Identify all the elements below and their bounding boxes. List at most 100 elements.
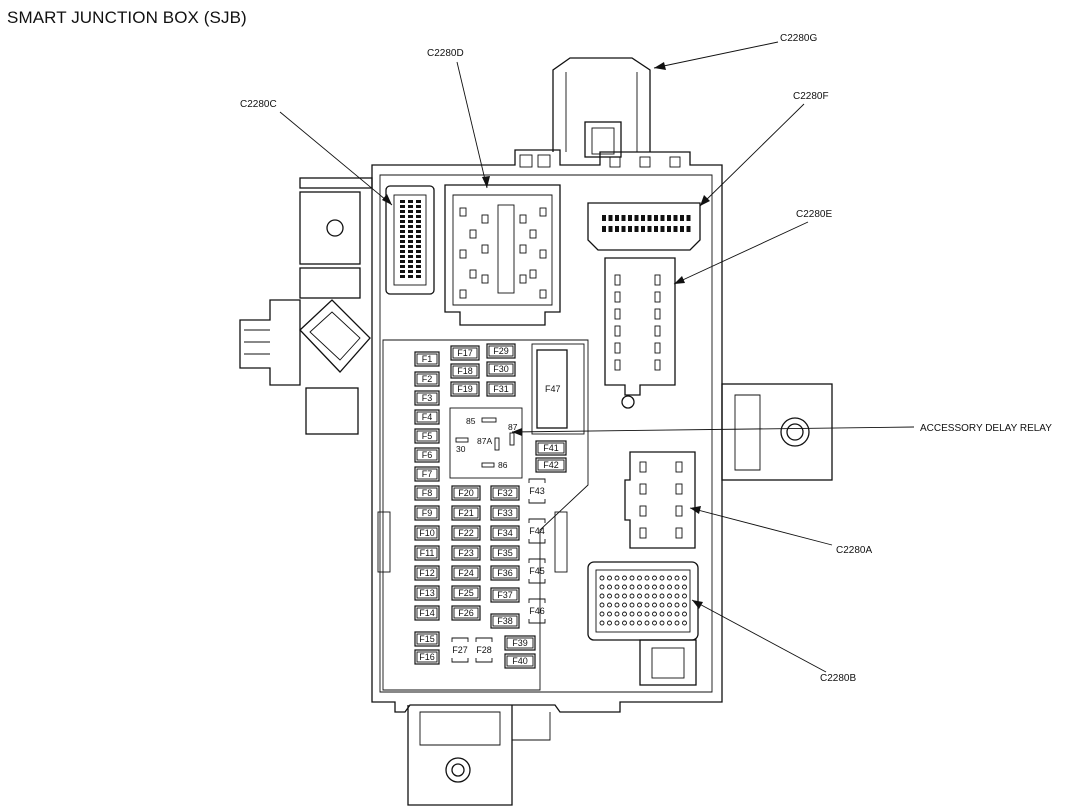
- fuse-label: F25: [458, 588, 474, 598]
- pin: [608, 226, 613, 232]
- pin: [607, 593, 612, 599]
- pin: [607, 584, 612, 590]
- pin: [637, 620, 642, 626]
- pin: [654, 342, 661, 354]
- fuse-label: F44: [529, 526, 545, 536]
- pin: [519, 274, 527, 284]
- pin: [628, 215, 632, 221]
- fuse-f34: F34: [490, 525, 520, 541]
- fuse-f12: F12: [414, 565, 440, 581]
- fuse-f23: F23: [451, 545, 481, 561]
- fuse-label: F32: [497, 488, 513, 498]
- fuse-f33: F33: [490, 505, 520, 521]
- fuse-label: F22: [458, 528, 474, 538]
- pin: [408, 215, 413, 218]
- fuse-label: F33: [497, 508, 513, 518]
- pin: [652, 602, 657, 608]
- pin: [686, 226, 691, 232]
- fuse-label: F23: [458, 548, 474, 558]
- fuse-f11: F11: [414, 545, 440, 561]
- fuse-f7: F7: [414, 466, 440, 482]
- pin: [408, 255, 413, 258]
- pin: [644, 593, 650, 599]
- pin: [654, 308, 661, 320]
- pin: [400, 260, 405, 263]
- fuse-f36: F36: [490, 565, 520, 581]
- pin: [667, 593, 672, 599]
- pin: [629, 593, 635, 599]
- label-accessory-delay-relay: ACCESSORY DELAY RELAY: [920, 423, 1052, 434]
- pin: [408, 270, 413, 273]
- pin: [400, 250, 405, 253]
- pin: [629, 620, 635, 626]
- pin: [599, 602, 605, 608]
- pin: [602, 226, 606, 232]
- fuse-label: F26: [458, 608, 474, 618]
- pin: [667, 584, 672, 590]
- pin: [659, 575, 665, 581]
- fuse-f41: F41: [535, 440, 567, 456]
- pin: [680, 226, 684, 232]
- pin: [408, 265, 413, 268]
- pin: [614, 325, 621, 337]
- pin: [622, 602, 627, 608]
- pin: [408, 230, 413, 233]
- fuse-label: F27: [452, 645, 468, 655]
- fuse-label: F34: [497, 528, 513, 538]
- label-c2280a: C2280A: [836, 545, 872, 556]
- fuse-label: F4: [422, 412, 433, 422]
- pin: [408, 245, 413, 248]
- pin: [607, 575, 612, 581]
- fuse-f31: F31: [486, 381, 516, 397]
- c2280f-connector: [587, 202, 701, 251]
- pin: [614, 584, 620, 590]
- fuse-f45: F45: [528, 558, 546, 584]
- fuse-f44: F44: [528, 518, 546, 544]
- leader-lines: [279, 41, 915, 673]
- pin: [644, 620, 650, 626]
- fuse-label: F35: [497, 548, 513, 558]
- fuse-label: F37: [497, 590, 513, 600]
- pin: [416, 260, 421, 263]
- connector-labels: C2280G C2280D C2280C C2280F C2280E C2280…: [240, 33, 1052, 684]
- pin: [622, 584, 627, 590]
- pin: [614, 575, 620, 581]
- fuse-label: F20: [458, 488, 474, 498]
- pin: [641, 215, 645, 221]
- pin: [634, 226, 639, 232]
- pin: [629, 575, 635, 581]
- pin: [621, 226, 626, 232]
- fuse-label: F2: [422, 374, 433, 384]
- fuse-f22: F22: [451, 525, 481, 541]
- c2280d-connector: [444, 184, 561, 326]
- pin: [629, 584, 635, 590]
- pin: [615, 215, 619, 221]
- fuse-f14: F14: [414, 605, 440, 621]
- pin: [529, 269, 537, 279]
- pin: [654, 226, 658, 232]
- pin: [647, 215, 652, 221]
- pin: [659, 611, 665, 617]
- relay-pin-87: 87: [508, 422, 518, 432]
- fuse-label: F15: [419, 634, 435, 644]
- pin: [416, 245, 421, 248]
- pin: [400, 270, 405, 273]
- pin: [614, 308, 621, 320]
- pin: [667, 215, 671, 221]
- pin: [637, 575, 642, 581]
- fuse-label: F18: [457, 366, 473, 376]
- pin: [654, 274, 661, 286]
- pin: [614, 620, 620, 626]
- fuse-label: F40: [512, 656, 528, 666]
- pin: [637, 611, 642, 617]
- pin: [644, 575, 650, 581]
- fuse-f43: F43: [528, 478, 546, 504]
- pin: [622, 593, 627, 599]
- pin: [652, 593, 657, 599]
- pin: [675, 483, 683, 495]
- housing: [371, 149, 723, 713]
- pin: [634, 215, 639, 221]
- pin: [614, 602, 620, 608]
- pin: [622, 620, 627, 626]
